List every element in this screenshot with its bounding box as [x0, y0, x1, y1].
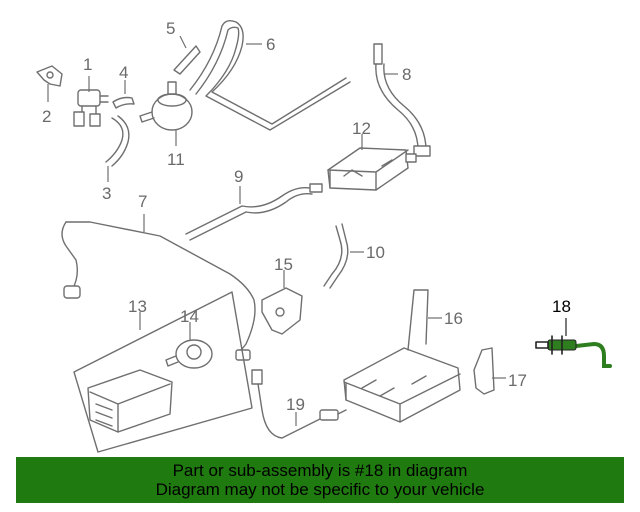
part-11-reservoir: [139, 81, 193, 131]
part-2-bracket: [36, 65, 63, 87]
part-19-sensor: [251, 369, 347, 439]
banner-line-2: Diagram may not be specific to your vehi…: [155, 480, 485, 499]
callout-8: 8: [402, 65, 411, 84]
part-8-hose: [373, 43, 431, 157]
callout-19: 19: [286, 395, 305, 414]
part-3-hose: [105, 115, 130, 167]
part-5-hose: [173, 45, 201, 75]
part-9-fitting: [309, 183, 323, 193]
part-1-valve: [73, 89, 109, 127]
banner-line-1: Part or sub-assembly is #18 in diagram: [172, 461, 468, 480]
part-14-valve: [165, 339, 213, 369]
callout-3: 3: [102, 184, 111, 203]
callout-13: 13: [128, 297, 147, 316]
callout-15: 15: [274, 255, 293, 274]
part-9-line: [185, 186, 313, 241]
part-4-hose: [112, 96, 135, 109]
part-18-oxygen-sensor: [535, 335, 612, 368]
callout-12: 12: [352, 119, 371, 138]
parts-diagram: 2 1 4 3 5 11 6 8: [36, 19, 612, 453]
callout-2: 2: [42, 107, 51, 126]
part-7-harness: [61, 221, 256, 361]
callout-9: 9: [234, 167, 243, 186]
part-16-tray: [343, 289, 461, 423]
callout-1: 1: [83, 55, 92, 74]
callout-16: 16: [444, 309, 463, 328]
callout-14: 14: [180, 307, 199, 326]
callout-18: 18: [552, 297, 571, 316]
part-15-bracket: [261, 287, 303, 335]
part-17-bracket: [473, 347, 495, 395]
callout-17: 17: [508, 371, 527, 390]
part-13-group-box: [73, 291, 253, 453]
callout-11: 11: [167, 150, 185, 169]
callout-6: 6: [266, 35, 275, 54]
part-12-canister: [327, 147, 417, 191]
callout-5: 5: [166, 19, 175, 38]
part-6-hose: [189, 19, 351, 131]
part-10-hose: [323, 223, 349, 289]
callout-4: 4: [119, 63, 128, 82]
callout-7: 7: [138, 192, 147, 211]
part-13-canister: [87, 369, 173, 433]
notice-banner: Part or sub-assembly is #18 in diagram D…: [16, 457, 624, 503]
callout-10: 10: [366, 243, 385, 262]
